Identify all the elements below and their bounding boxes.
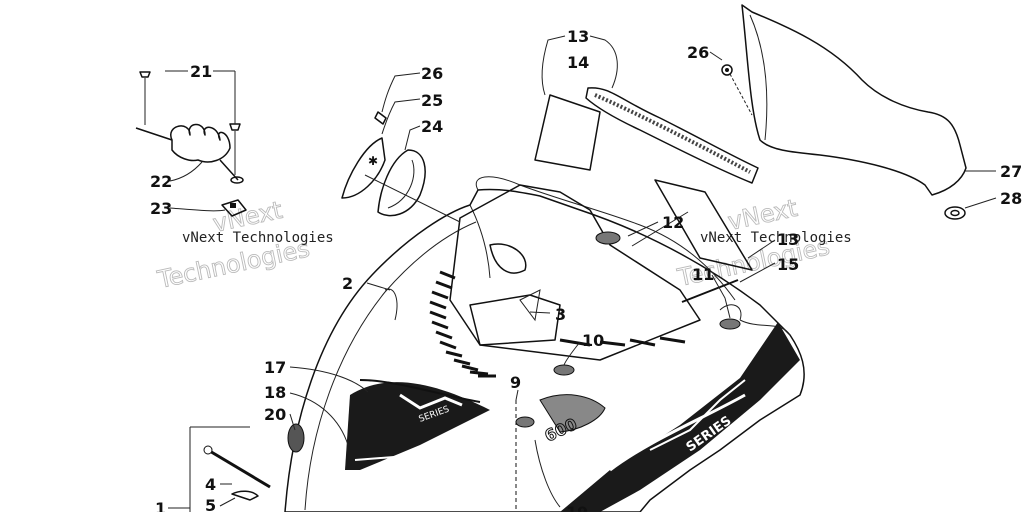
callout-11: 11 — [692, 265, 714, 284]
hood — [284, 176, 805, 512]
callout-5: 5 — [205, 496, 216, 512]
hood-stripe-right: SERIES 600 — [539, 322, 800, 512]
callout-9: 9 — [510, 373, 521, 392]
callout-23: 23 — [150, 199, 172, 218]
spring-clip — [221, 199, 247, 217]
callout-22: 22 — [150, 172, 172, 191]
callout-10: 10 — [582, 331, 604, 350]
callout-26-mirror: 26 — [421, 64, 443, 83]
watermark-left-text: vNext Technologies — [182, 230, 334, 246]
svg-text:✱: ✱ — [368, 154, 378, 168]
hood-stripe-left: SERIES — [345, 379, 490, 470]
side-mirror: ✱ — [341, 137, 426, 217]
callout-26-windshield: 26 — [687, 43, 709, 62]
callout-labels: 21 22 23 26 25 24 13 14 26 27 28 12 13 1… — [150, 27, 1022, 512]
windshield-screw — [721, 64, 753, 116]
callout-19: 19 — [566, 503, 588, 512]
hood-hinge-rod — [203, 445, 271, 501]
spring-assembly — [135, 71, 244, 184]
callout-4: 4 — [205, 475, 216, 494]
callout-15: 15 — [777, 255, 799, 274]
mirror-screw — [374, 111, 387, 125]
callout-24: 24 — [421, 117, 443, 136]
callout-13-right: 13 — [777, 230, 799, 249]
callout-13-top: 13 — [567, 27, 589, 46]
callout-1: 1 — [155, 499, 166, 512]
callout-2: 2 — [342, 274, 353, 293]
watermark-right-text: vNext Technologies — [700, 230, 852, 246]
callout-3: 3 — [555, 305, 566, 324]
callout-20: 20 — [264, 405, 286, 424]
callout-14: 14 — [567, 53, 589, 72]
windshield-grommet — [944, 206, 966, 220]
callout-12: 12 — [662, 213, 684, 232]
callout-28: 28 — [1000, 189, 1022, 208]
callout-17: 17 — [264, 358, 286, 377]
windshield — [741, 4, 967, 196]
callout-21: 21 — [190, 62, 212, 81]
leader-lines — [165, 35, 997, 512]
decal-panel-left — [534, 94, 601, 171]
callout-27: 27 — [1000, 162, 1022, 181]
decal-panel-right — [654, 179, 753, 271]
windshield-trim — [585, 87, 759, 184]
callout-25: 25 — [421, 91, 443, 110]
callout-18: 18 — [264, 383, 286, 402]
